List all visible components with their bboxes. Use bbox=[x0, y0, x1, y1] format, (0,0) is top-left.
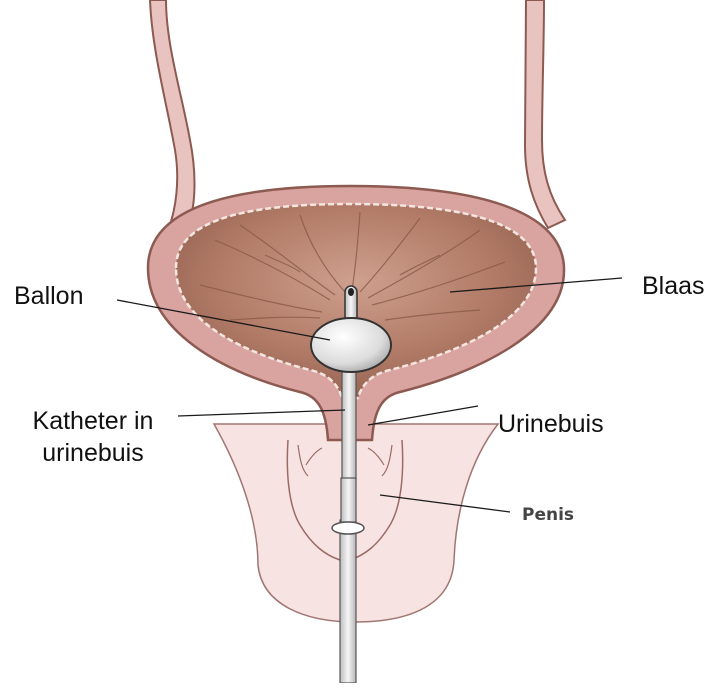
label-blaas: Blaas bbox=[642, 270, 705, 302]
label-katheter: Katheter in urinebuis bbox=[8, 405, 178, 469]
label-urinebuis: Urinebuis bbox=[498, 408, 604, 440]
leader-urinebuis bbox=[368, 406, 478, 425]
ureter-right bbox=[525, 0, 565, 228]
catheter-tube-lower bbox=[340, 520, 356, 683]
catheter-eye bbox=[348, 288, 354, 296]
catheter-tube-mid bbox=[341, 478, 356, 522]
label-ballon: Ballon bbox=[14, 280, 84, 312]
leader-katheter bbox=[178, 410, 345, 416]
urethral-opening bbox=[332, 522, 364, 534]
balloon bbox=[311, 318, 391, 372]
label-penis: Penis bbox=[522, 505, 574, 525]
ureter-left bbox=[150, 0, 195, 230]
label-katheter-line2: urinebuis bbox=[8, 437, 178, 469]
catheter-tube-upper bbox=[342, 360, 356, 480]
label-katheter-line1: Katheter in bbox=[8, 405, 178, 437]
